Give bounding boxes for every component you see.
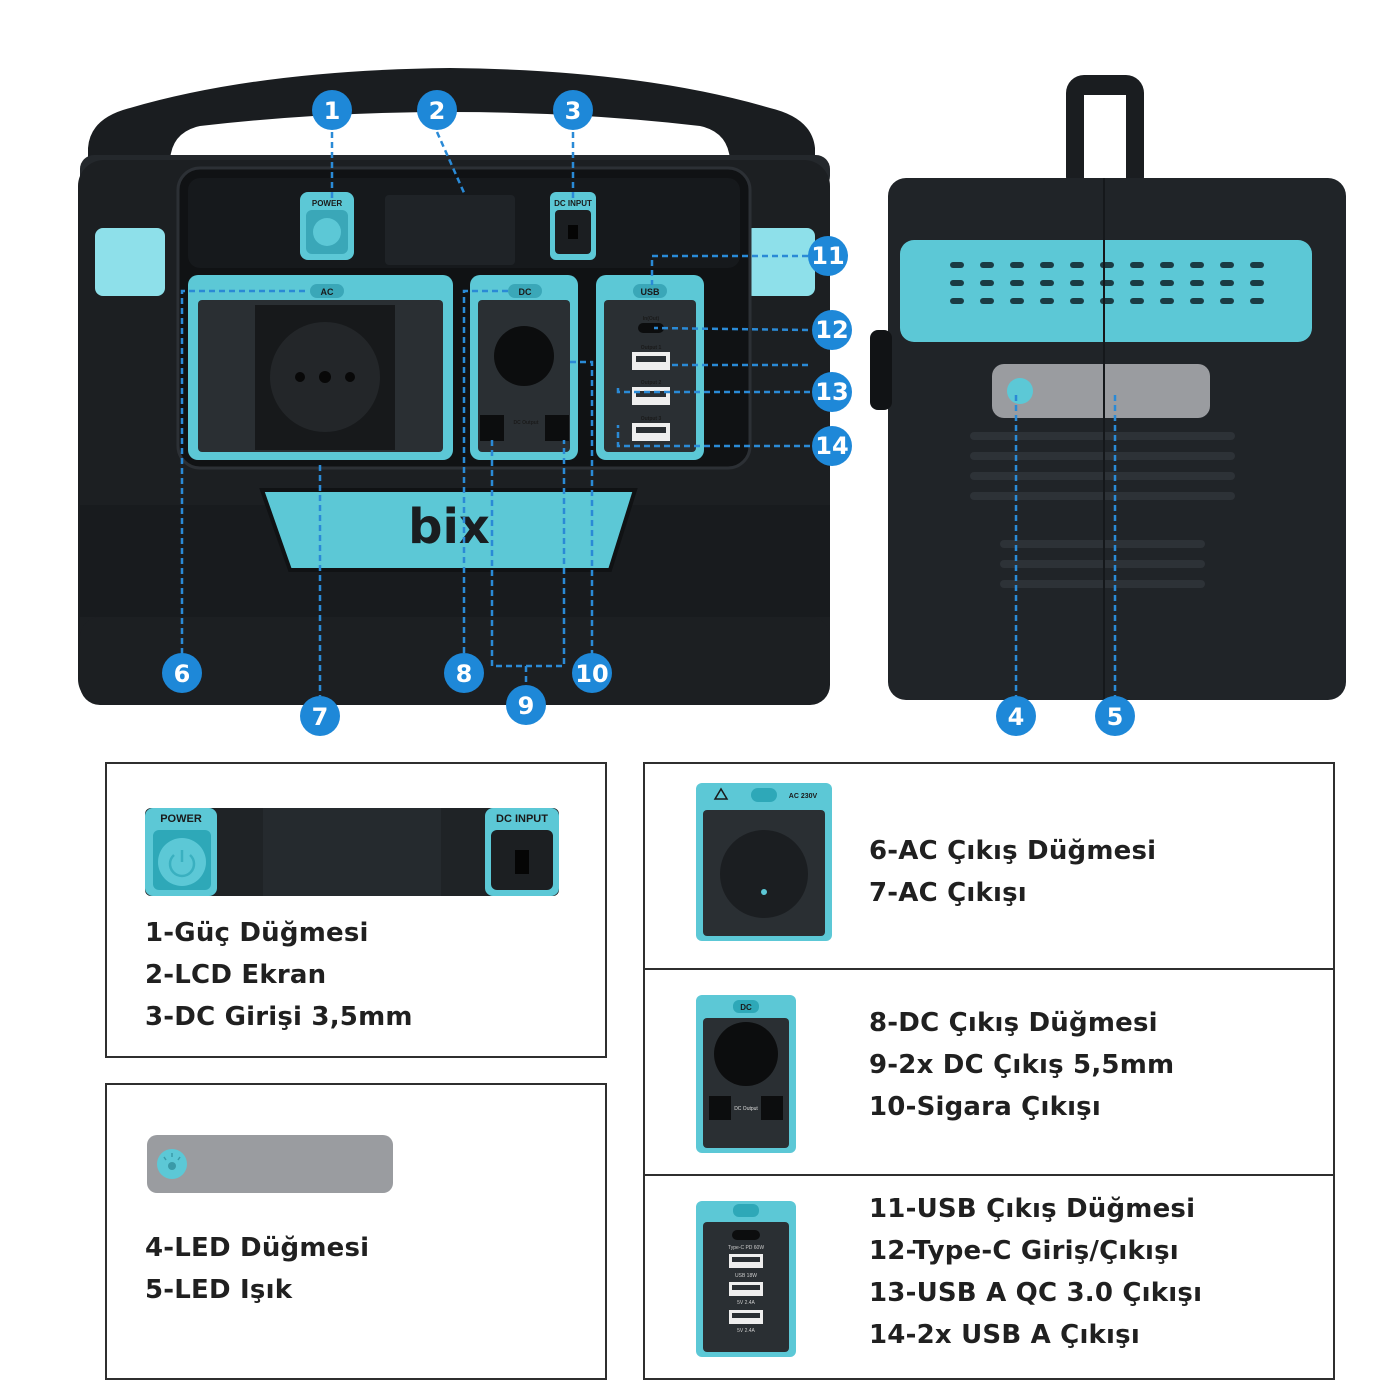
callout-1: 1 [312, 90, 352, 130]
svg-text:12: 12 [815, 316, 848, 344]
led-thumbnail [147, 1135, 393, 1193]
svg-text:8: 8 [456, 660, 473, 688]
svg-text:6: 6 [174, 660, 191, 688]
label-led-isik: 5-LED Işık [145, 1275, 293, 1305]
label-2x-usb-a: 14-2x USB A Çıkışı [869, 1320, 1140, 1350]
usb-thumbnail: Type-C PD 60W USB 18W 5V 2.4A 5V 2.4A [696, 1201, 796, 1357]
label-lcd-ekran: 2-LCD Ekran [145, 960, 327, 990]
callout-2: 2 [417, 90, 457, 130]
dc-thumbnail: DC DC Output [696, 995, 796, 1153]
top-controls-thumbnail: POWER DC INPUT [145, 808, 559, 896]
svg-text:14: 14 [815, 432, 848, 460]
svg-text:5: 5 [1107, 703, 1124, 731]
usb-thumb-qc-label: USB 18W [735, 1273, 757, 1279]
label-ac-cikisi: 7-AC Çıkışı [869, 878, 1027, 908]
thumb-dc-input-label: DC INPUT [496, 813, 548, 825]
callout-4: 4 [996, 696, 1036, 736]
label-sigara-cikisi: 10-Sigara Çıkışı [869, 1092, 1101, 1122]
callout-9: 9 [506, 685, 546, 725]
usb-thumb-5v-1-label: 5V 2.4A [737, 1300, 755, 1306]
front-dc-output-label: DC Output [514, 420, 539, 426]
brand-logo: bix [408, 499, 490, 555]
callout-7: 7 [300, 696, 340, 736]
label-usb-a-qc: 13-USB A QC 3.0 Çıkışı [869, 1278, 1203, 1308]
callout-6: 6 [162, 653, 202, 693]
svg-text:2: 2 [429, 97, 446, 125]
svg-text:1: 1 [324, 97, 341, 125]
front-dc-input-label: DC INPUT [554, 199, 592, 208]
panel-top-controls: POWER DC INPUT 1-Güç Düğmesi 2-LCD Ekran… [105, 762, 607, 1058]
usb-thumb-5v-2-label: 5V 2.4A [737, 1328, 755, 1334]
svg-text:11: 11 [811, 242, 844, 270]
callout-12: 12 [812, 310, 852, 350]
callout-14: 14 [812, 426, 852, 466]
front-usb-out1-label: Output 1 [641, 345, 662, 351]
panel-dc: DC DC Output 8-DC Çıkış Düğmesi 9-2x DC … [643, 968, 1335, 1176]
svg-text:13: 13 [815, 378, 848, 406]
front-usb-inout-label: In(Out) [643, 316, 660, 322]
label-guc-dugmesi: 1-Güç Düğmesi [145, 918, 369, 948]
front-usb-out2-label: Output 2 [641, 380, 662, 386]
label-typec-giris-cikisi: 12-Type-C Giriş/Çıkışı [869, 1236, 1179, 1266]
svg-text:3: 3 [565, 97, 582, 125]
ac-thumb-label: AC 230V [789, 793, 818, 800]
panel-led: 4-LED Düğmesi 5-LED Işık [105, 1083, 607, 1380]
label-dc-cikis-dugmesi: 8-DC Çıkış Düğmesi [869, 1008, 1158, 1038]
label-dc-cikis-55: 9-2x DC Çıkış 5,5mm [869, 1050, 1175, 1080]
front-usb-label: USB [640, 287, 660, 297]
usb-thumb-typec-label: Type-C PD 60W [728, 1245, 764, 1251]
svg-text:7: 7 [312, 703, 329, 731]
thumb-power-label: POWER [160, 813, 202, 825]
dc-thumb-output-label: DC Output [734, 1106, 758, 1112]
side-view [870, 75, 1346, 700]
callout-11: 11 [808, 236, 848, 276]
svg-text:4: 4 [1008, 703, 1025, 731]
callout-5: 5 [1095, 696, 1135, 736]
label-dc-girisi: 3-DC Girişi 3,5mm [145, 1002, 413, 1032]
front-power-label: POWER [312, 199, 342, 208]
callout-leader-lines [180, 131, 1117, 698]
front-dc-label: DC [519, 287, 532, 297]
label-usb-cikis-dugmesi: 11-USB Çıkış Düğmesi [869, 1194, 1196, 1224]
callout-8: 8 [444, 653, 484, 693]
front-usb-out3-label: Output 3 [641, 416, 662, 422]
ac-thumbnail: AC 230V [696, 783, 832, 941]
device-illustration: POWER DC INPUT AC DC DC Output USB In(Ou… [78, 68, 1346, 736]
svg-text:10: 10 [575, 660, 608, 688]
callout-badges: 1 2 3 4 5 6 7 8 9 10 11 12 13 14 [162, 90, 1135, 736]
callout-13: 13 [812, 372, 852, 412]
dc-thumb-label: DC [740, 1003, 752, 1012]
callout-3: 3 [553, 90, 593, 130]
label-ac-cikis-dugmesi: 6-AC Çıkış Düğmesi [869, 836, 1157, 866]
label-led-dugmesi: 4-LED Düğmesi [145, 1233, 370, 1263]
front-view: POWER DC INPUT AC DC DC Output USB In(Ou… [78, 68, 830, 705]
callout-10: 10 [572, 653, 612, 693]
panel-ac: AC 230V 6-AC Çıkış Düğmesi 7-AC Çıkışı [643, 762, 1335, 970]
front-ac-label: AC [321, 287, 334, 297]
svg-text:9: 9 [518, 692, 535, 720]
panel-usb: Type-C PD 60W USB 18W 5V 2.4A 5V 2.4A 11… [643, 1174, 1335, 1380]
